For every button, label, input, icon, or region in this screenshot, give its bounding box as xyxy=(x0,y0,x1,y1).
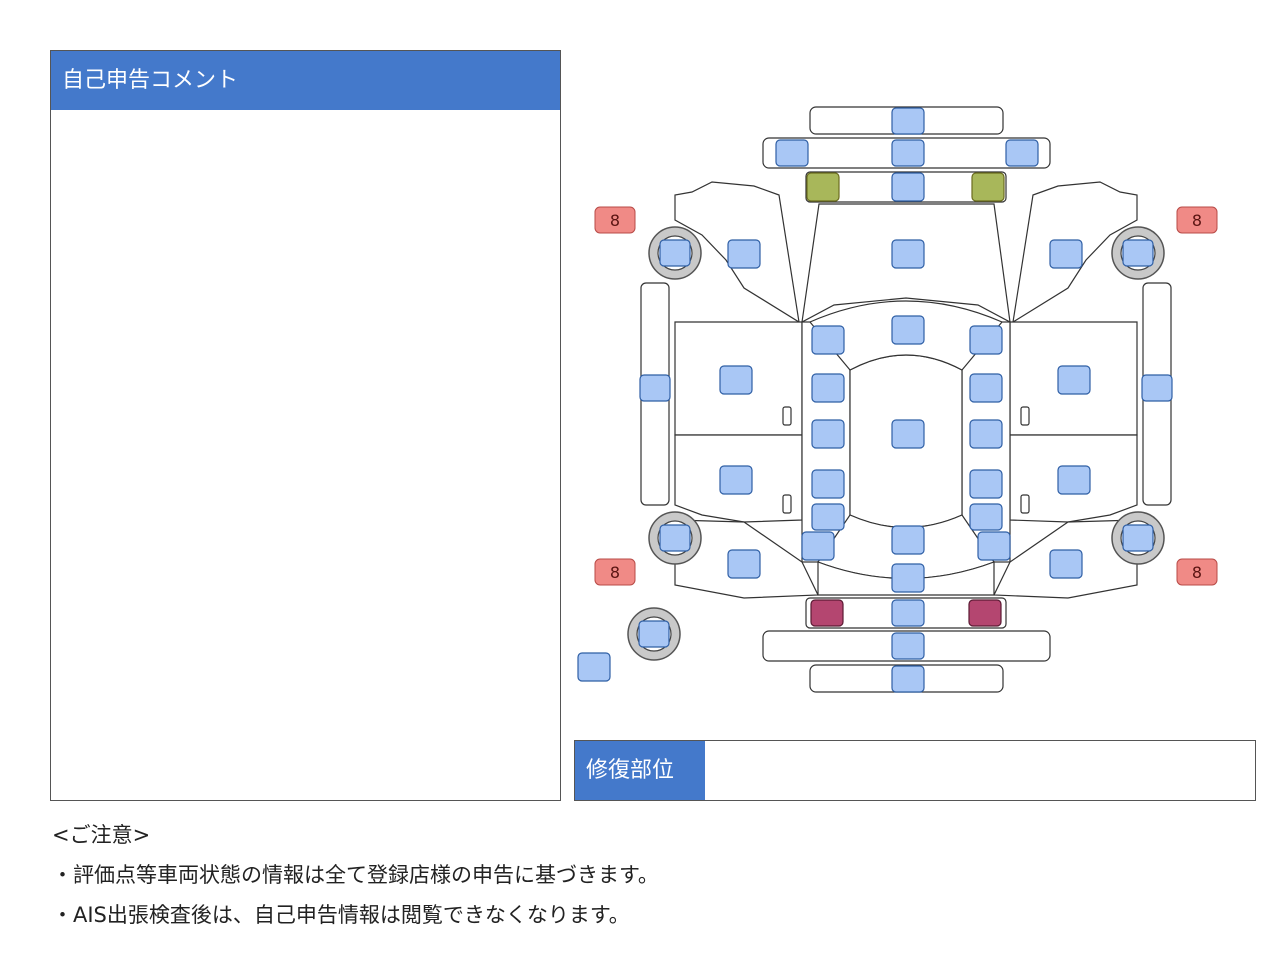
cell-left-rear-door[interactable] xyxy=(719,465,753,495)
note-item: ・AIS出張検査後は、自己申告情報は閲覧できなくなります。 xyxy=(52,903,630,927)
cell-right-a-pillar-top[interactable] xyxy=(969,325,1003,355)
note-item: ・評価点等車両状態の情報は全て登録店様の申告に基づきます。 xyxy=(52,863,659,887)
cell-left-rear-quarter[interactable] xyxy=(727,549,761,579)
badge-left-front-text: 8 xyxy=(610,211,620,230)
cell-left-pillar-a[interactable] xyxy=(811,373,845,403)
cell-rear-panel-right[interactable] xyxy=(968,599,1002,627)
right-front-door-handle xyxy=(1020,406,1030,426)
cell-front-bumper-right[interactable] xyxy=(1005,139,1039,167)
cell-front-grille-right[interactable] xyxy=(971,172,1005,202)
cell-rear-bumper-bottom[interactable] xyxy=(891,665,925,693)
cell-left-pillar-b[interactable] xyxy=(811,419,845,449)
cell-roof[interactable] xyxy=(891,419,925,449)
cell-front-bumper-left[interactable] xyxy=(775,139,809,167)
cell-right-pillar-d[interactable] xyxy=(969,503,1003,531)
badge-left-front: 8 xyxy=(594,206,636,234)
cell-left-rear-wheel[interactable] xyxy=(659,524,691,552)
badge-right-rear-text: 8 xyxy=(1192,563,1202,582)
cell-left-a-pillar-top[interactable] xyxy=(811,325,845,355)
cell-front-bumper-top[interactable] xyxy=(891,107,925,135)
cell-right-rocker[interactable] xyxy=(1141,374,1173,402)
cell-right-rear-quarter[interactable] xyxy=(1049,549,1083,579)
cell-right-pillar-a[interactable] xyxy=(969,373,1003,403)
cell-rear-window[interactable] xyxy=(891,525,925,555)
badge-right-front-text: 8 xyxy=(1192,211,1202,230)
repair-area-value xyxy=(705,741,1255,800)
cell-right-front-door[interactable] xyxy=(1057,365,1091,395)
cell-trunk[interactable] xyxy=(891,563,925,593)
cell-right-front-wheel[interactable] xyxy=(1122,239,1154,267)
badge-left-rear-text: 8 xyxy=(610,563,620,582)
cell-left-rocker[interactable] xyxy=(639,374,671,402)
cell-hood[interactable] xyxy=(891,239,925,269)
cell-front-grille-center[interactable] xyxy=(891,172,925,202)
cell-rear-panel-center[interactable] xyxy=(891,599,925,627)
vehicle-damage-diagram: 8 8 8 8 xyxy=(577,106,1218,693)
inspection-cells xyxy=(577,107,1173,693)
notes-section: <ご注意> ・評価点等車両状態の情報は全て登録店様の申告に基づきます。 ・AIS… xyxy=(52,815,659,935)
cell-front-grille-left[interactable] xyxy=(806,172,840,202)
cell-front-bumper-center[interactable] xyxy=(891,139,925,167)
cell-right-pillar-c[interactable] xyxy=(969,469,1003,499)
cell-windshield[interactable] xyxy=(891,315,925,345)
cell-left-front-door[interactable] xyxy=(719,365,753,395)
self-report-comment-panel: 自己申告コメント xyxy=(50,50,561,801)
cell-spare-wheel[interactable] xyxy=(638,620,670,648)
notes-heading: <ご注意> xyxy=(52,823,151,847)
cell-right-rear-door[interactable] xyxy=(1057,465,1091,495)
repair-area-label: 修復部位 xyxy=(575,741,705,800)
comment-panel-body xyxy=(51,110,560,800)
cell-right-front-fender[interactable] xyxy=(1049,239,1083,269)
left-rear-door-handle xyxy=(782,494,792,514)
cell-extra[interactable] xyxy=(577,652,611,682)
comment-panel-header: 自己申告コメント xyxy=(51,51,560,110)
badge-right-rear: 8 xyxy=(1176,558,1218,586)
cell-rear-panel-left[interactable] xyxy=(810,599,844,627)
cell-left-rear-quarter-a[interactable] xyxy=(801,531,835,561)
cell-rear-bumper[interactable] xyxy=(891,632,925,660)
repair-area-panel: 修復部位 xyxy=(574,740,1256,801)
cell-right-rear-quarter-a[interactable] xyxy=(977,531,1011,561)
cell-right-pillar-b[interactable] xyxy=(969,419,1003,449)
badge-left-rear: 8 xyxy=(594,558,636,586)
cell-left-front-wheel[interactable] xyxy=(659,239,691,267)
badge-right-front: 8 xyxy=(1176,206,1218,234)
left-front-door-handle xyxy=(782,406,792,426)
cell-left-pillar-d[interactable] xyxy=(811,503,845,531)
cell-right-rear-wheel[interactable] xyxy=(1122,524,1154,552)
cell-left-pillar-c[interactable] xyxy=(811,469,845,499)
right-rear-door-handle xyxy=(1020,494,1030,514)
cell-left-front-fender[interactable] xyxy=(727,239,761,269)
